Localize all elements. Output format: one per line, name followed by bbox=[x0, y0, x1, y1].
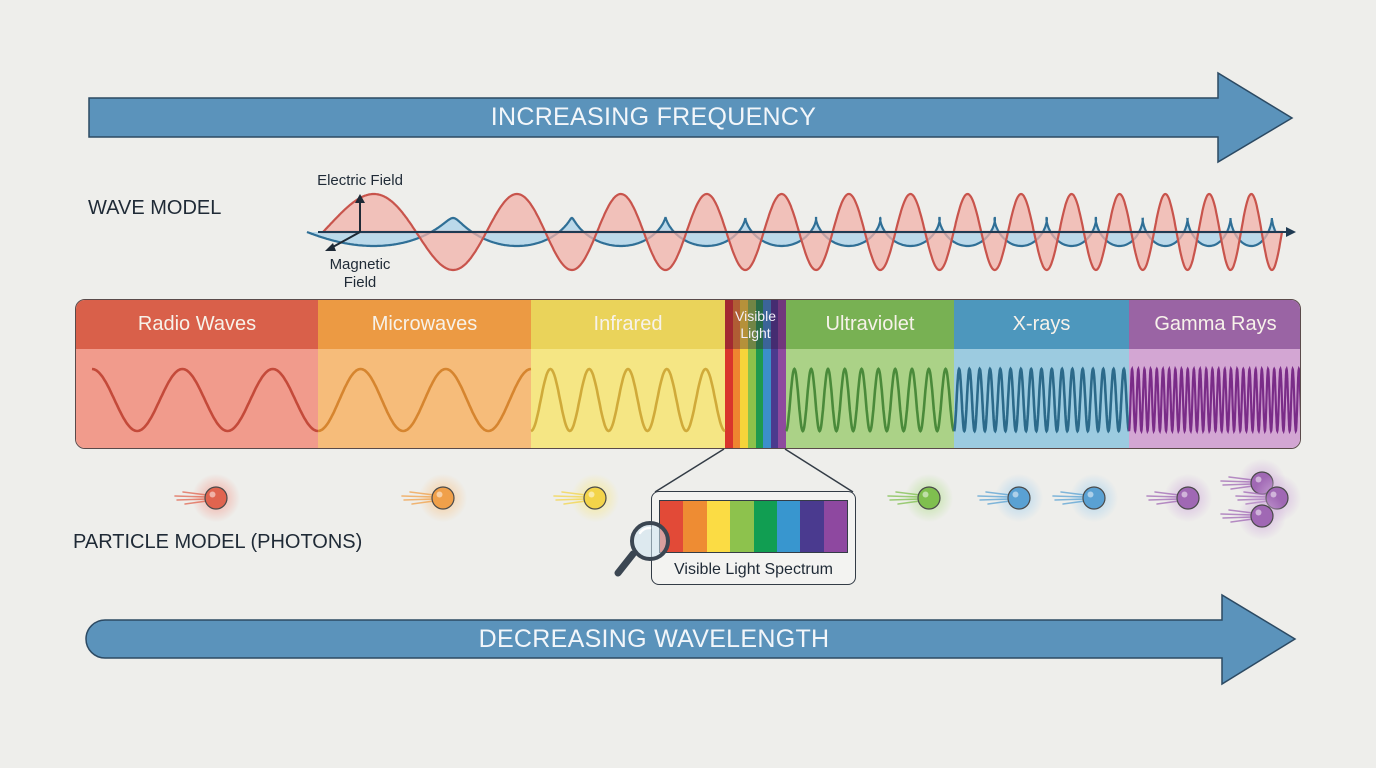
photon-icon bbox=[887, 473, 954, 523]
visible-light-stripe bbox=[755, 300, 764, 448]
visible-light-spectrum-label: Visible Light Spectrum bbox=[674, 561, 833, 578]
decreasing-wavelength-arrow bbox=[85, 593, 1297, 686]
band-header-microwaves: Microwaves bbox=[318, 300, 531, 349]
band-label-radio-waves: Radio Waves bbox=[137, 313, 257, 335]
photon-icon bbox=[1052, 473, 1119, 523]
spectrum-color-swatch bbox=[800, 501, 824, 552]
magnetic-vector-arrow bbox=[330, 231, 361, 249]
visible-spectrum-bar bbox=[659, 500, 848, 553]
visible-light-stripe bbox=[778, 300, 787, 448]
spectrum-color-swatch bbox=[753, 501, 777, 552]
em-spectrum-bar: Radio Waves Microwaves Infrared Ultraviolet… bbox=[75, 299, 1301, 449]
increasing-frequency-label: INCREASING FREQUENCY bbox=[490, 103, 817, 131]
band-waveforms bbox=[91, 365, 1300, 435]
increasing-frequency-arrow bbox=[88, 71, 1294, 164]
photon-icon bbox=[553, 473, 620, 523]
band-header-x-rays: X-rays bbox=[954, 300, 1129, 349]
visible-light-stripe bbox=[747, 300, 756, 448]
waveform-ultraviolet bbox=[785, 367, 955, 433]
particle-model-label: PARTICLE MODEL (PHOTONS) bbox=[73, 531, 363, 553]
waveform-radio-waves bbox=[91, 367, 319, 433]
photon-icon bbox=[401, 473, 468, 523]
visible-light-label: Visible Light bbox=[725, 308, 786, 342]
visible-light-stripe bbox=[725, 300, 734, 448]
magnifying-glass-icon bbox=[614, 521, 670, 577]
magnetic-vector-arrowhead-icon bbox=[325, 243, 336, 251]
photon-icon bbox=[1220, 491, 1287, 541]
axis-arrowhead-icon bbox=[1286, 227, 1296, 237]
band-label-microwaves: Microwaves bbox=[371, 313, 478, 335]
spectrum-color-swatch bbox=[683, 501, 707, 552]
band-header-radio-waves: Radio Waves bbox=[76, 300, 318, 349]
spectrum-color-swatch bbox=[823, 501, 847, 552]
band-body-infrared bbox=[531, 349, 725, 448]
visible-light-stripe bbox=[770, 300, 779, 448]
visible-light-header-shade bbox=[725, 300, 786, 349]
visible-light-stripe bbox=[763, 300, 772, 448]
waveform-gamma-rays bbox=[1128, 365, 1300, 435]
band-body-radio-waves bbox=[76, 349, 318, 448]
band-label-x-rays: X-rays bbox=[1012, 313, 1071, 335]
visible-light-stripe bbox=[732, 300, 741, 448]
spectrum-color-swatch bbox=[776, 501, 801, 552]
visible-light-spectrum-callout: Visible Light Spectrum bbox=[651, 491, 856, 585]
electric-field-label: Electric Field bbox=[317, 172, 403, 189]
magnetic-field-label-line2: Field bbox=[343, 274, 377, 291]
waveform-x-rays bbox=[952, 366, 1131, 434]
magnetic-field-label: Magnetic Field bbox=[310, 256, 410, 292]
band-label-ultraviolet: Ultraviolet bbox=[825, 313, 915, 335]
spectrum-color-swatch bbox=[730, 501, 754, 552]
visible-light-label-line1: Visible bbox=[735, 308, 776, 324]
photon-icon bbox=[977, 473, 1044, 523]
visible-light-stripe bbox=[740, 300, 749, 448]
electric-vector-arrowhead-icon bbox=[355, 194, 365, 203]
band-header-ultraviolet: Ultraviolet bbox=[786, 300, 954, 349]
band-label-infrared: Infrared bbox=[593, 313, 663, 335]
waveform-infrared bbox=[530, 367, 726, 433]
band-label-gamma-rays: Gamma Rays bbox=[1154, 313, 1277, 335]
band-header-gamma-rays: Gamma Rays bbox=[1129, 300, 1300, 349]
spectrum-color-swatch bbox=[706, 501, 731, 552]
photon-icon bbox=[174, 473, 241, 523]
waveform-microwaves bbox=[317, 367, 532, 433]
photon-icon bbox=[1146, 473, 1213, 523]
magnetic-field-label-line1: Magnetic bbox=[329, 256, 391, 273]
band-header-infrared: Infrared bbox=[531, 300, 725, 349]
wave-model-label: WAVE MODEL bbox=[88, 197, 222, 219]
visible-light-label-line2: Light bbox=[740, 325, 771, 341]
decreasing-wavelength-label: DECREASING WAVELENGTH bbox=[478, 625, 830, 653]
